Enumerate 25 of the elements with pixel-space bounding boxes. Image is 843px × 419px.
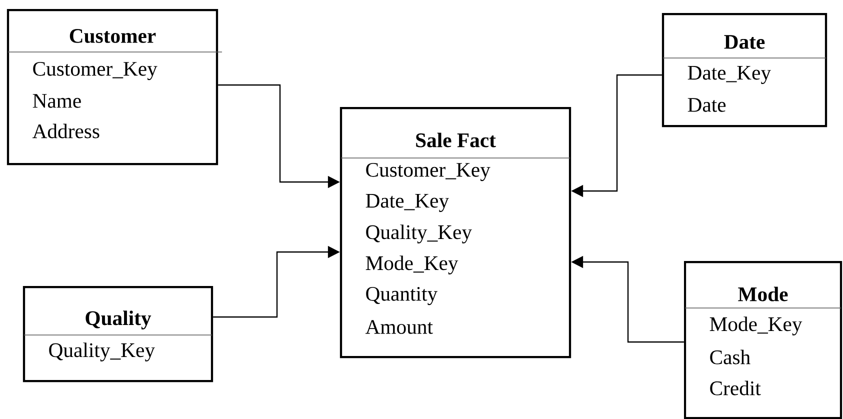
- column-name: Quality_Key: [49, 342, 155, 362]
- table-title: Quality: [86, 310, 152, 330]
- column-name: Date_Key: [366, 194, 449, 212]
- column-name: Mode_Key: [366, 256, 458, 274]
- table-box: [6, 8, 222, 166]
- column-name: Credit: [710, 380, 761, 396]
- table-title: Customer: [70, 29, 156, 43]
- table-box: [662, 12, 828, 128]
- column-name: Date: [688, 98, 726, 112]
- column-name: Date_Key: [688, 66, 771, 84]
- table-title: Sale Fact: [416, 132, 496, 148]
- table-title: Date: [724, 35, 765, 49]
- column-name: Customer_Key: [33, 62, 158, 80]
- column-name: Quantity: [366, 286, 438, 306]
- column-name: Amount: [365, 320, 433, 334]
- column-name: Cash: [710, 350, 750, 364]
- column-name: Mode_Key: [710, 316, 802, 336]
- table-box: [340, 106, 572, 358]
- column-name: Name: [32, 94, 81, 108]
- column-name: Address: [32, 124, 100, 138]
- column-name: Customer_Key: [366, 162, 490, 182]
- column-name: Quality_Key: [366, 224, 472, 244]
- table-box: [684, 260, 842, 419]
- table-title: Mode: [738, 286, 788, 302]
- table-box: [22, 286, 214, 382]
